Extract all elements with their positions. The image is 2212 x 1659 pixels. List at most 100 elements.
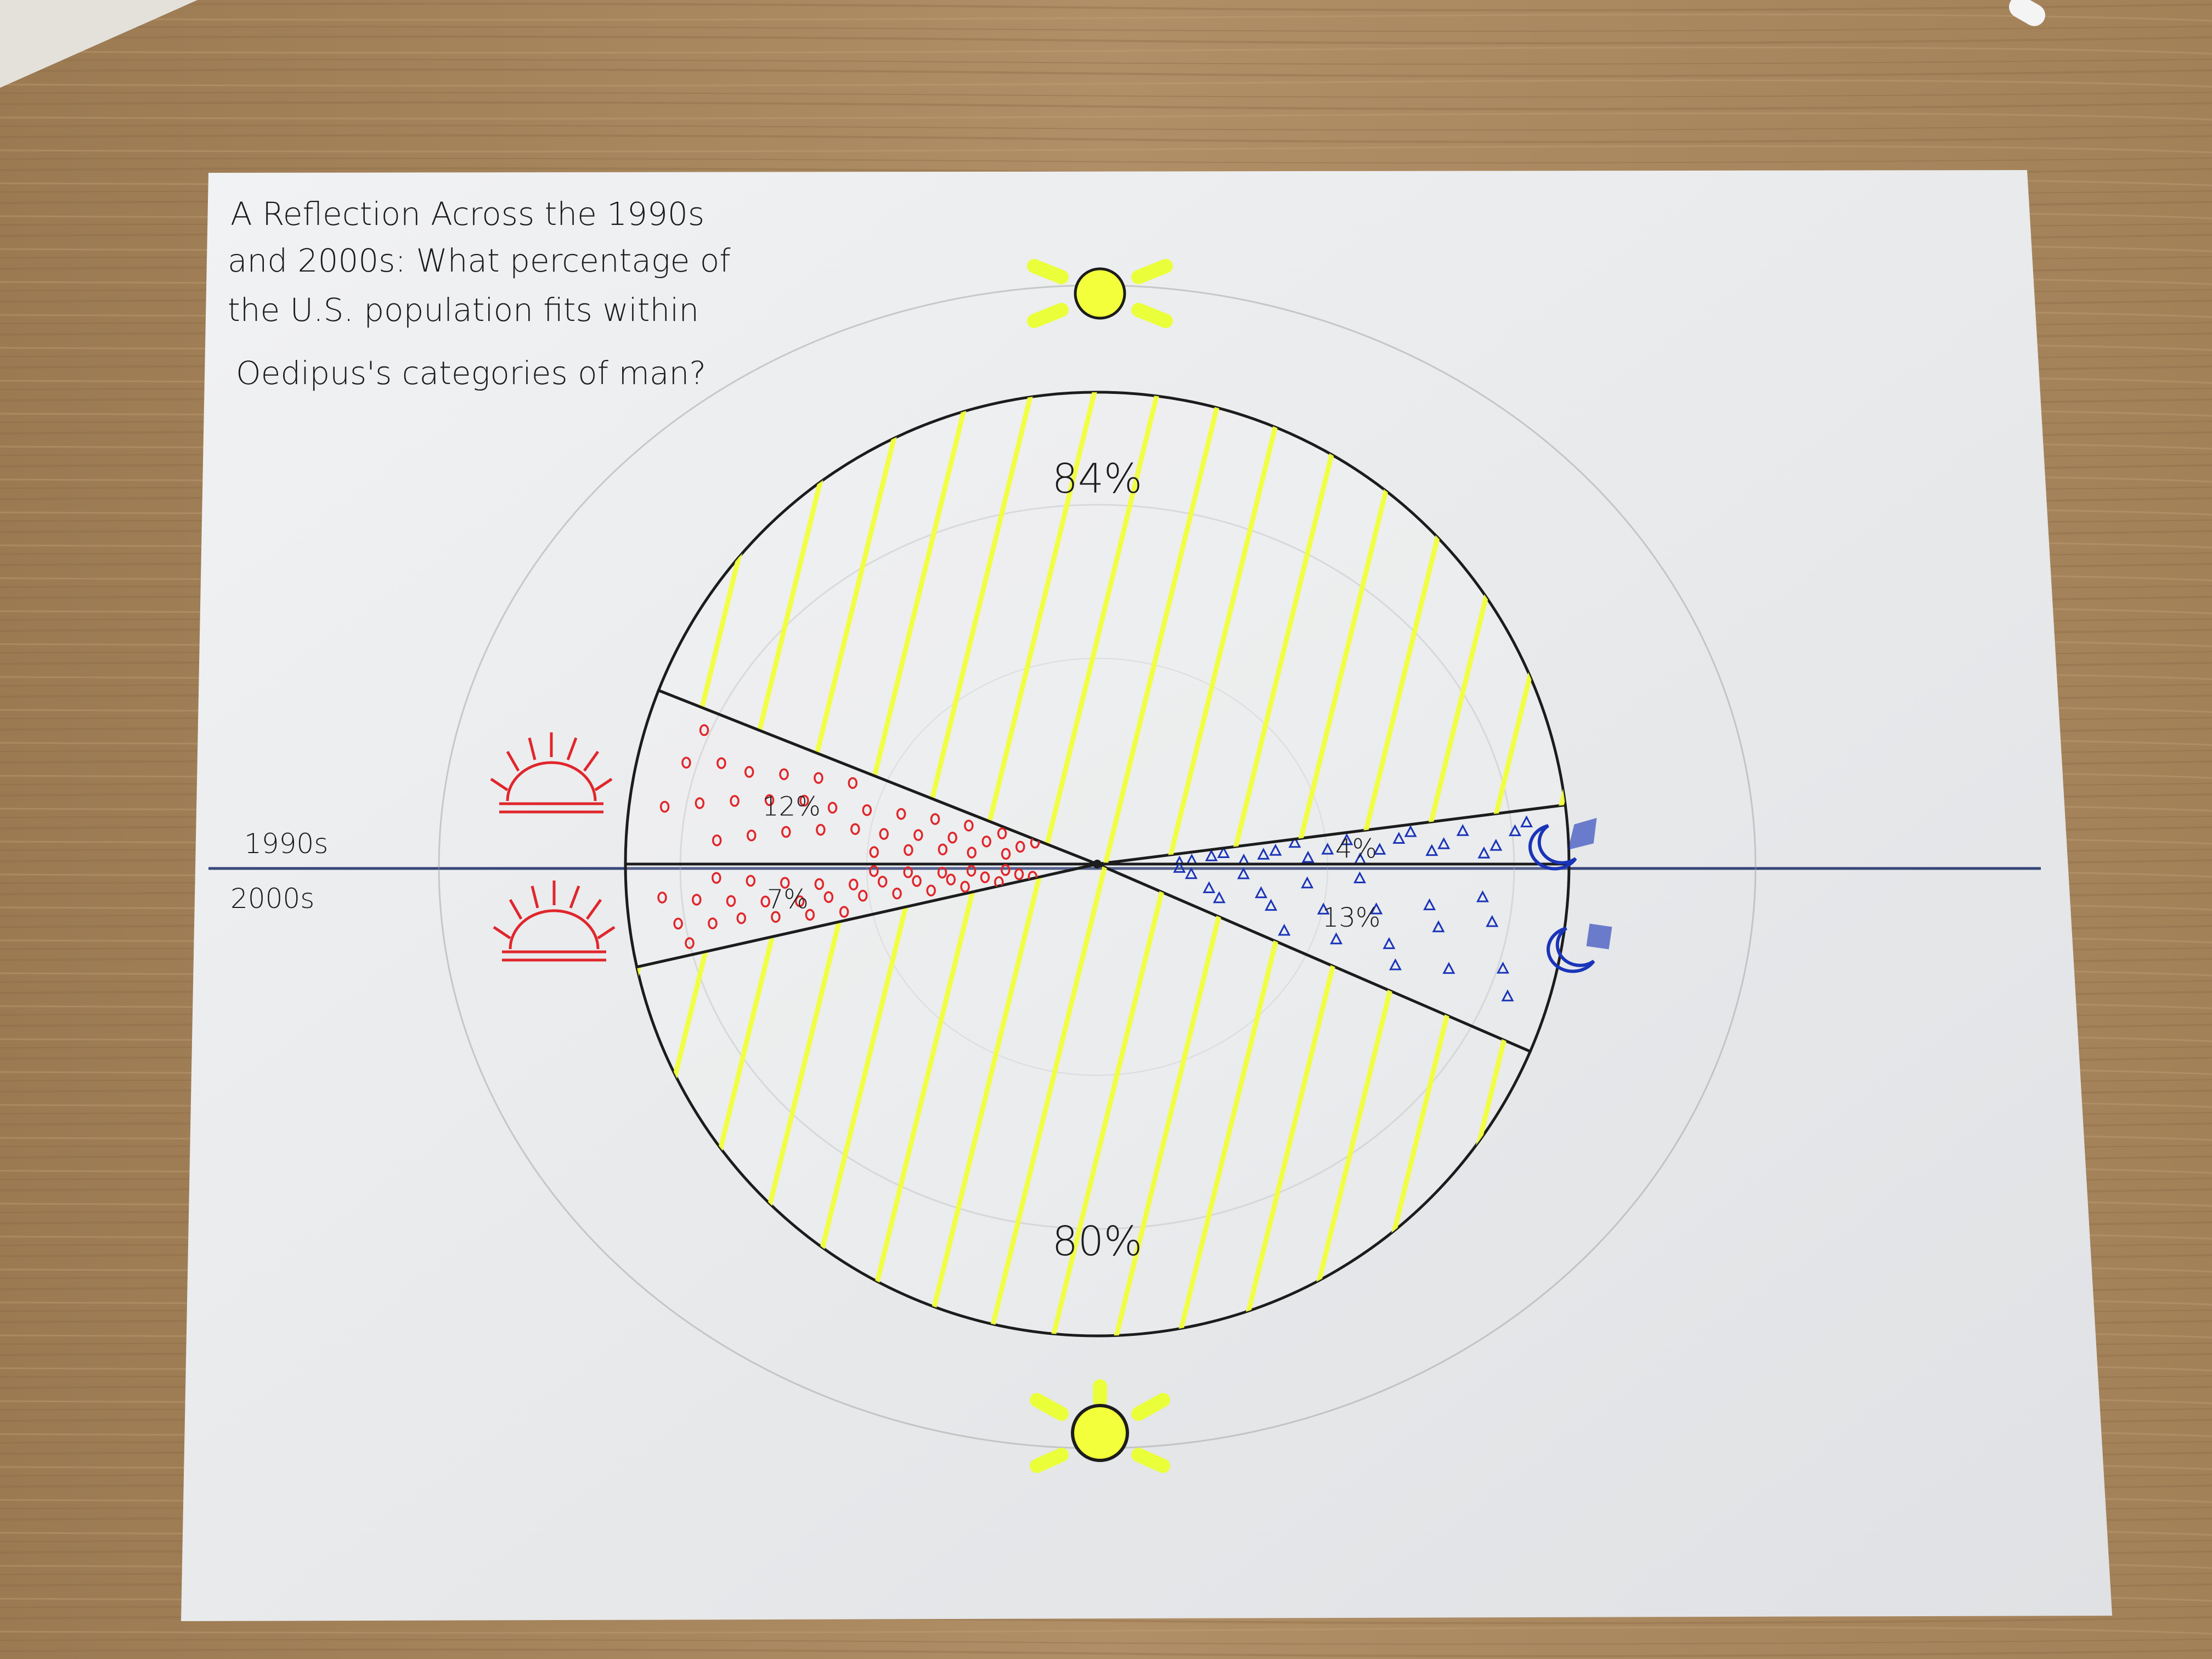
blue-triangle xyxy=(1330,932,1343,945)
red-dot xyxy=(879,828,889,840)
blue-triangle xyxy=(1265,899,1278,911)
highlighter-stroke xyxy=(1114,392,1350,864)
blue-triangle xyxy=(1173,855,1186,864)
highlighter-stroke xyxy=(1177,392,1413,864)
red-dot xyxy=(695,797,705,809)
blue-triangle xyxy=(1184,867,1198,879)
red-dot xyxy=(930,813,940,825)
highlighter-stroke xyxy=(924,864,1160,1336)
blue-triangle xyxy=(1486,915,1499,927)
red-dot xyxy=(980,871,990,883)
red-dot xyxy=(960,881,970,893)
red-dot xyxy=(997,827,1007,839)
red-dot xyxy=(862,804,872,816)
red-dot xyxy=(760,895,770,908)
blue-triangle xyxy=(1205,849,1218,861)
blue-triangle xyxy=(1425,844,1438,856)
label-1990s: 1990s xyxy=(244,828,328,860)
blue-triangle xyxy=(1389,958,1402,970)
red-dot xyxy=(795,895,805,907)
highlighter-stroke xyxy=(924,392,1160,864)
blue-triangle xyxy=(1476,890,1489,902)
sun-icon xyxy=(1027,259,1173,328)
highlighter-stroke xyxy=(672,392,908,864)
blue-triangle xyxy=(1278,923,1291,936)
red-dot xyxy=(730,795,740,807)
blue-triangle xyxy=(1353,871,1367,884)
blue-triangle xyxy=(1373,843,1386,855)
red-dot xyxy=(764,794,775,806)
pencil-guide-inner xyxy=(866,658,1328,1076)
moon-icon xyxy=(1547,923,1612,973)
red-dot xyxy=(712,872,721,884)
red-dot xyxy=(1001,848,1011,860)
red-dot xyxy=(1001,864,1011,876)
red-dot xyxy=(779,768,789,781)
blue-triangle xyxy=(1269,844,1282,856)
blue-triangle xyxy=(1508,824,1521,837)
blue-triangle xyxy=(1340,833,1353,845)
red-dot xyxy=(746,830,757,842)
blue-triangle xyxy=(1185,854,1198,864)
highlighter-stroke xyxy=(861,392,1097,864)
red-dot xyxy=(904,844,913,856)
highlighter-stroke xyxy=(1051,864,1286,1336)
paper-sheet xyxy=(181,170,2112,1621)
pen xyxy=(2009,0,2045,26)
highlighter-stroke xyxy=(1303,864,1531,1336)
blue-triangle xyxy=(1437,837,1451,849)
blue-triangle xyxy=(1404,825,1417,837)
red-dot xyxy=(771,911,781,923)
red-dot xyxy=(903,866,913,878)
red-dot xyxy=(869,865,879,877)
blue-triangle xyxy=(1423,898,1436,911)
blue-triangle xyxy=(1203,881,1216,894)
red-dot xyxy=(937,866,947,879)
lower-slice-7pct xyxy=(624,862,1098,969)
highlighter-stroke xyxy=(1240,392,1476,864)
blue-triangle xyxy=(1217,846,1230,858)
blue-triangle xyxy=(1383,937,1396,949)
red-dot xyxy=(981,836,991,848)
highlighter-stroke xyxy=(1051,392,1286,864)
label-2000s: 2000s xyxy=(230,883,314,915)
red-dot xyxy=(858,889,868,902)
blue-triangle xyxy=(1173,864,1186,873)
red-dot xyxy=(746,874,756,887)
rising-sun-icon xyxy=(490,732,613,814)
highlighter-stroke xyxy=(861,864,1097,1336)
red-dot xyxy=(912,875,922,887)
blue-triangle xyxy=(1456,824,1469,836)
red-dot xyxy=(938,843,948,856)
blue-triangle xyxy=(1301,850,1314,863)
pie-chart: 4%84%12%13%80%7% xyxy=(624,391,1571,1338)
red-dot xyxy=(692,894,702,906)
highlighter-stroke xyxy=(1114,864,1350,1336)
title-line-3: the U.S. population fits within xyxy=(228,291,699,329)
red-dot xyxy=(799,794,809,807)
upper-pct-label: 84% xyxy=(1052,455,1142,503)
blue-triangle xyxy=(1257,848,1270,860)
upper-slice-12pct xyxy=(624,689,1098,866)
red-dot xyxy=(657,891,667,904)
red-dot xyxy=(814,772,823,784)
upper-slice-fill xyxy=(659,724,1040,860)
red-dot xyxy=(708,917,718,929)
highlighter-stroke xyxy=(1366,864,1531,1336)
red-dot xyxy=(946,873,956,885)
highlighter-stroke xyxy=(798,864,1034,1336)
upper-slice-fill xyxy=(1173,815,1533,864)
red-dot xyxy=(736,912,747,924)
pie-center xyxy=(1093,860,1102,868)
red-dot xyxy=(685,937,695,949)
red-dot xyxy=(716,757,726,769)
rising-sun-icon xyxy=(493,881,616,962)
highlighter-stroke xyxy=(988,392,1223,864)
highlighter-stroke xyxy=(988,864,1223,1336)
red-dot xyxy=(814,878,825,890)
blue-triangle xyxy=(1501,989,1514,1002)
upper-pct-label: 4% xyxy=(1335,833,1377,864)
highlighter-stroke xyxy=(1240,864,1476,1336)
background-paper-corner xyxy=(0,0,198,88)
blue-triangle xyxy=(1317,902,1330,915)
